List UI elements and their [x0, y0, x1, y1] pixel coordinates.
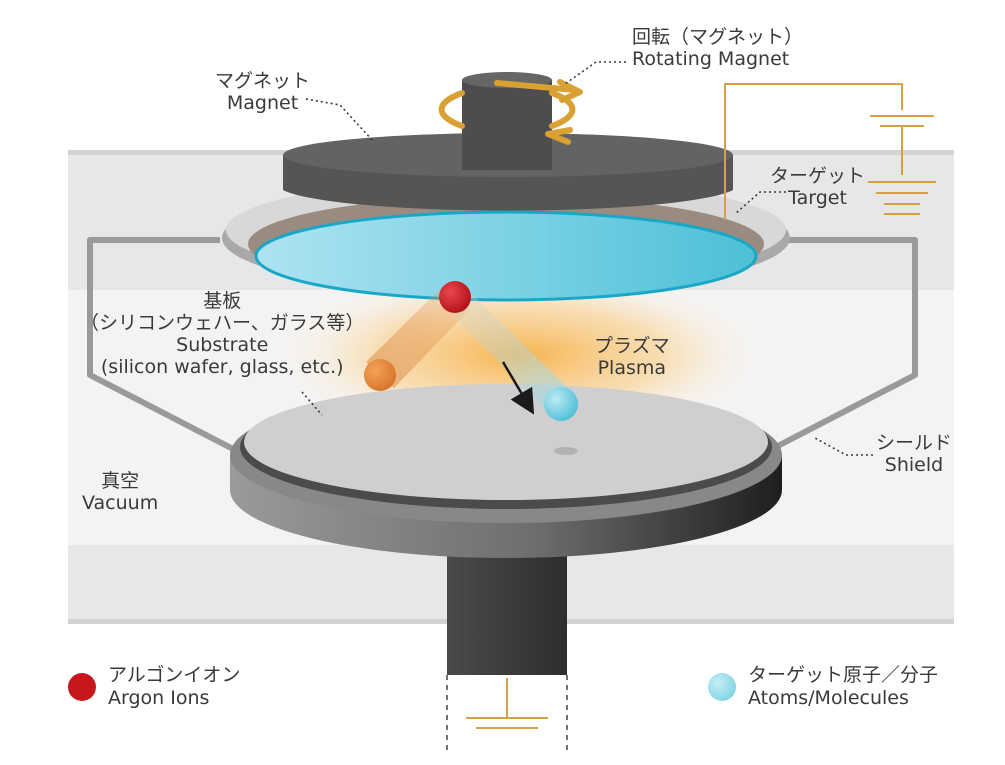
target-label-jp: ターゲット — [770, 165, 866, 187]
vacuum-label-jp: 真空 — [101, 470, 140, 492]
substrate-label-jp2: （シリコンウェハー、ガラス等） — [80, 312, 365, 334]
shield-label-jp: シールド — [876, 432, 953, 454]
plasma-label-jp: プラズマ — [594, 335, 670, 357]
rotating-magnet-label-en: Rotating Magnet — [632, 48, 790, 70]
argon-ion-trail — [366, 286, 467, 388]
substrate-label-jp1: 基板 — [203, 290, 242, 312]
substrate-holder-stem — [446, 530, 568, 755]
rotating-magnet-label-jp: 回転（マグネット） — [632, 26, 804, 48]
magnet-label-jp: マグネット — [215, 70, 311, 92]
substrate-label-en1: Substrate — [176, 334, 269, 356]
legend-argon-text: アルゴンイオン Argon Ions — [108, 664, 240, 710]
substrate-stage — [230, 384, 782, 558]
argon-ion-particle — [439, 281, 471, 313]
target-atom-trail — [440, 292, 576, 412]
legend-argon-jp: アルゴンイオン — [108, 664, 241, 686]
target-label-en: Target — [788, 187, 847, 209]
substrate-label: 基板 （シリコンウェハー、ガラス等） Substrate (silicon wa… — [80, 290, 364, 378]
shield-label: シールド Shield — [876, 432, 952, 476]
argon-ion-dot-icon — [68, 673, 96, 701]
magnet-label: マグネット Magnet — [215, 70, 310, 114]
target-label: ターゲット Target — [770, 165, 865, 209]
legend-target-atoms: ターゲット原子／分子 Atoms/Molecules — [708, 664, 938, 710]
target-atom-particle — [544, 387, 578, 421]
legend-argon-ions: アルゴンイオン Argon Ions — [68, 664, 240, 710]
deposition-arrow-icon — [501, 361, 535, 415]
ground-symbol-bottom — [466, 678, 548, 729]
legend-atoms-jp: ターゲット原子／分子 — [748, 664, 939, 686]
ionizing-particle — [364, 359, 396, 391]
vacuum-label-en: Vacuum — [82, 492, 159, 514]
vacuum-label: 真空 Vacuum — [82, 470, 158, 514]
legend-atoms-text: ターゲット原子／分子 Atoms/Molecules — [748, 664, 938, 710]
target-atom-dot-icon — [708, 673, 736, 701]
leader-lines — [301, 61, 873, 456]
plasma-label: プラズマ Plasma — [594, 335, 670, 379]
plasma-label-en: Plasma — [597, 357, 667, 379]
legend-atoms-en: Atoms/Molecules — [748, 687, 909, 709]
magnet — [283, 133, 733, 211]
rotating-magnet-label: 回転（マグネット） Rotating Magnet — [632, 26, 803, 70]
legend-argon-en: Argon Ions — [108, 687, 210, 709]
magnet-label-en: Magnet — [226, 92, 299, 114]
substrate-label-en2: (silicon wafer, glass, etc.) — [100, 356, 344, 378]
power-supply-wiring — [724, 83, 936, 220]
rotating-magnet-shaft — [462, 72, 552, 170]
shield-label-en: Shield — [884, 454, 944, 476]
rotation-arrow-icon — [438, 79, 583, 145]
shield — [87, 237, 918, 453]
target-face — [254, 210, 758, 302]
